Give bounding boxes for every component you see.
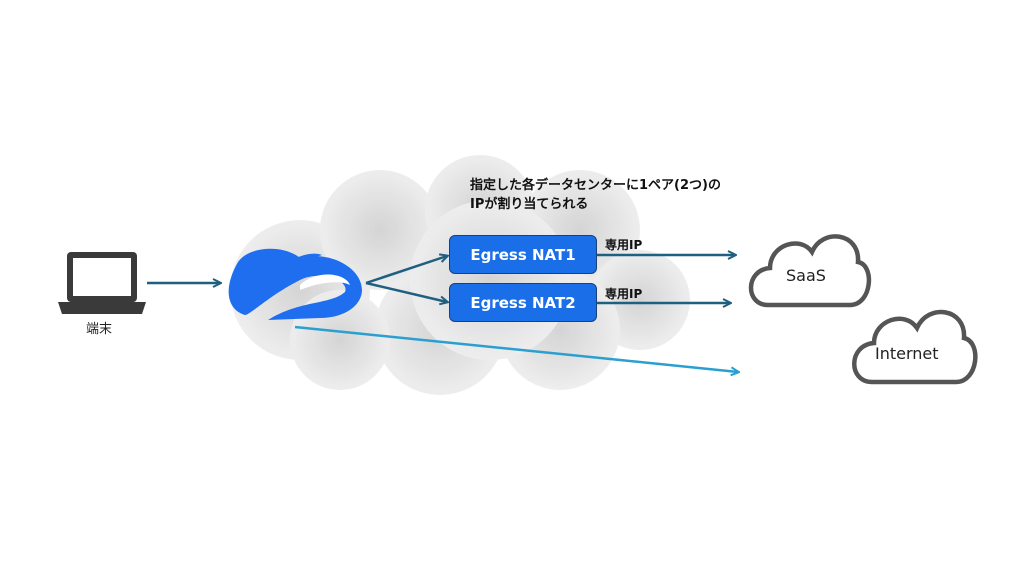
caption-line-2: IPが割り当てられる: [470, 197, 589, 212]
saas-cloud-icon: [748, 234, 872, 308]
internet-label: Internet: [875, 344, 939, 363]
zscaler-cloud-logo-icon: [228, 248, 362, 320]
dedicated-ip-label-2: 専用IP: [605, 287, 643, 301]
internet-cloud-icon: [852, 309, 978, 385]
egress-nat2-box: Egress NAT2: [449, 283, 597, 322]
device-label: 端末: [86, 322, 113, 337]
caption-line-1: 指定した各データセンターに1ペア(2つ)の: [470, 178, 721, 193]
saas-label: SaaS: [786, 266, 826, 285]
caption: 指定した各データセンターに1ペア(2つ)の IPが割り当てられる: [470, 176, 721, 214]
dedicated-ip-label-1: 専用IP: [605, 238, 643, 252]
egress-nat1-box: Egress NAT1: [449, 235, 597, 274]
laptop-icon: [58, 252, 146, 314]
